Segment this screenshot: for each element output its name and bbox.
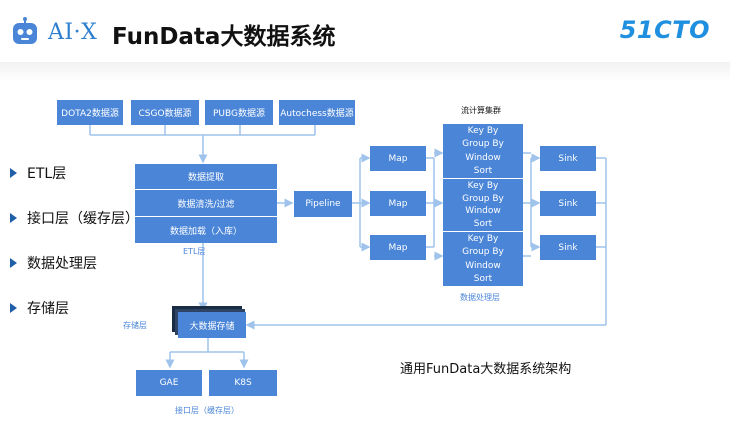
source-csgo: CSGO数据源 xyxy=(131,100,199,125)
source-dota2: DOTA2数据源 xyxy=(57,100,123,125)
page-title: FunData大数据系统 xyxy=(112,24,336,50)
keyby-block: Key By Group By Window Sort xyxy=(443,232,523,286)
keyby-text: Key By xyxy=(467,126,499,137)
stack-divider xyxy=(443,178,523,179)
bullet-triangle-icon xyxy=(10,303,17,313)
etl-extract: 数据提取 xyxy=(135,164,277,189)
source-autochess: Autochess数据源 xyxy=(279,100,355,125)
bullet-triangle-icon xyxy=(10,258,17,268)
bullet-triangle-icon xyxy=(10,213,17,223)
map-box: Map xyxy=(370,235,426,260)
sort-text: Sort xyxy=(473,273,493,284)
window-text: Window xyxy=(465,260,501,271)
window-text: Window xyxy=(465,152,501,163)
bullet-etl-layer: ETL层 xyxy=(10,163,66,183)
sort-text: Sort xyxy=(473,219,493,230)
keyby-text: Key By xyxy=(467,180,499,191)
keyby-block: Key By Group By Window Sort xyxy=(443,124,523,178)
map-box: Map xyxy=(370,191,426,216)
processing-layer-label: 数据处理层 xyxy=(460,293,500,302)
keyby-text: Key By xyxy=(467,234,499,245)
sink-box: Sink xyxy=(540,191,596,216)
interface-layer-label: 接口层（缓存层） xyxy=(175,406,239,415)
storage-layer-label: 存储层 xyxy=(123,321,147,330)
groupby-text: Group By xyxy=(462,247,504,258)
robot-logo-icon xyxy=(13,17,37,44)
gae-box: GAE xyxy=(136,370,202,396)
bullet-processing-layer: 数据处理层 xyxy=(10,253,97,273)
sort-text: Sort xyxy=(473,165,493,176)
etl-clean-filter: 数据清洗/过滤 xyxy=(135,190,277,216)
bullet-storage-layer: 存储层 xyxy=(10,298,69,318)
header-divider xyxy=(0,62,730,82)
etl-load: 数据加载（入库） xyxy=(135,217,277,243)
logo-text: AI·X xyxy=(48,20,98,45)
bullet-interface-layer: 接口层（缓存层） xyxy=(10,208,139,228)
brand-logo: 51CTO xyxy=(619,16,710,44)
pipeline-box: Pipeline xyxy=(294,191,352,217)
groupby-text: Group By xyxy=(462,193,504,204)
groupby-text: Group By xyxy=(462,139,504,150)
source-pubg: PUBG数据源 xyxy=(205,100,273,125)
sink-box: Sink xyxy=(540,146,596,171)
diagram-caption: 通用FunData大数据系统架构 xyxy=(400,362,572,377)
big-data-storage-box: 大数据存储 xyxy=(178,312,246,338)
etl-layer-label: ETL层 xyxy=(183,247,206,256)
bullet-triangle-icon xyxy=(10,168,17,178)
stack-divider xyxy=(443,231,523,232)
k8s-box: K8S xyxy=(209,370,277,396)
window-text: Window xyxy=(465,206,501,217)
map-box: Map xyxy=(370,146,426,171)
keyby-block: Key By Group By Window Sort xyxy=(443,179,523,231)
cluster-label: 流计算集群 xyxy=(461,106,501,115)
sink-box: Sink xyxy=(540,235,596,260)
